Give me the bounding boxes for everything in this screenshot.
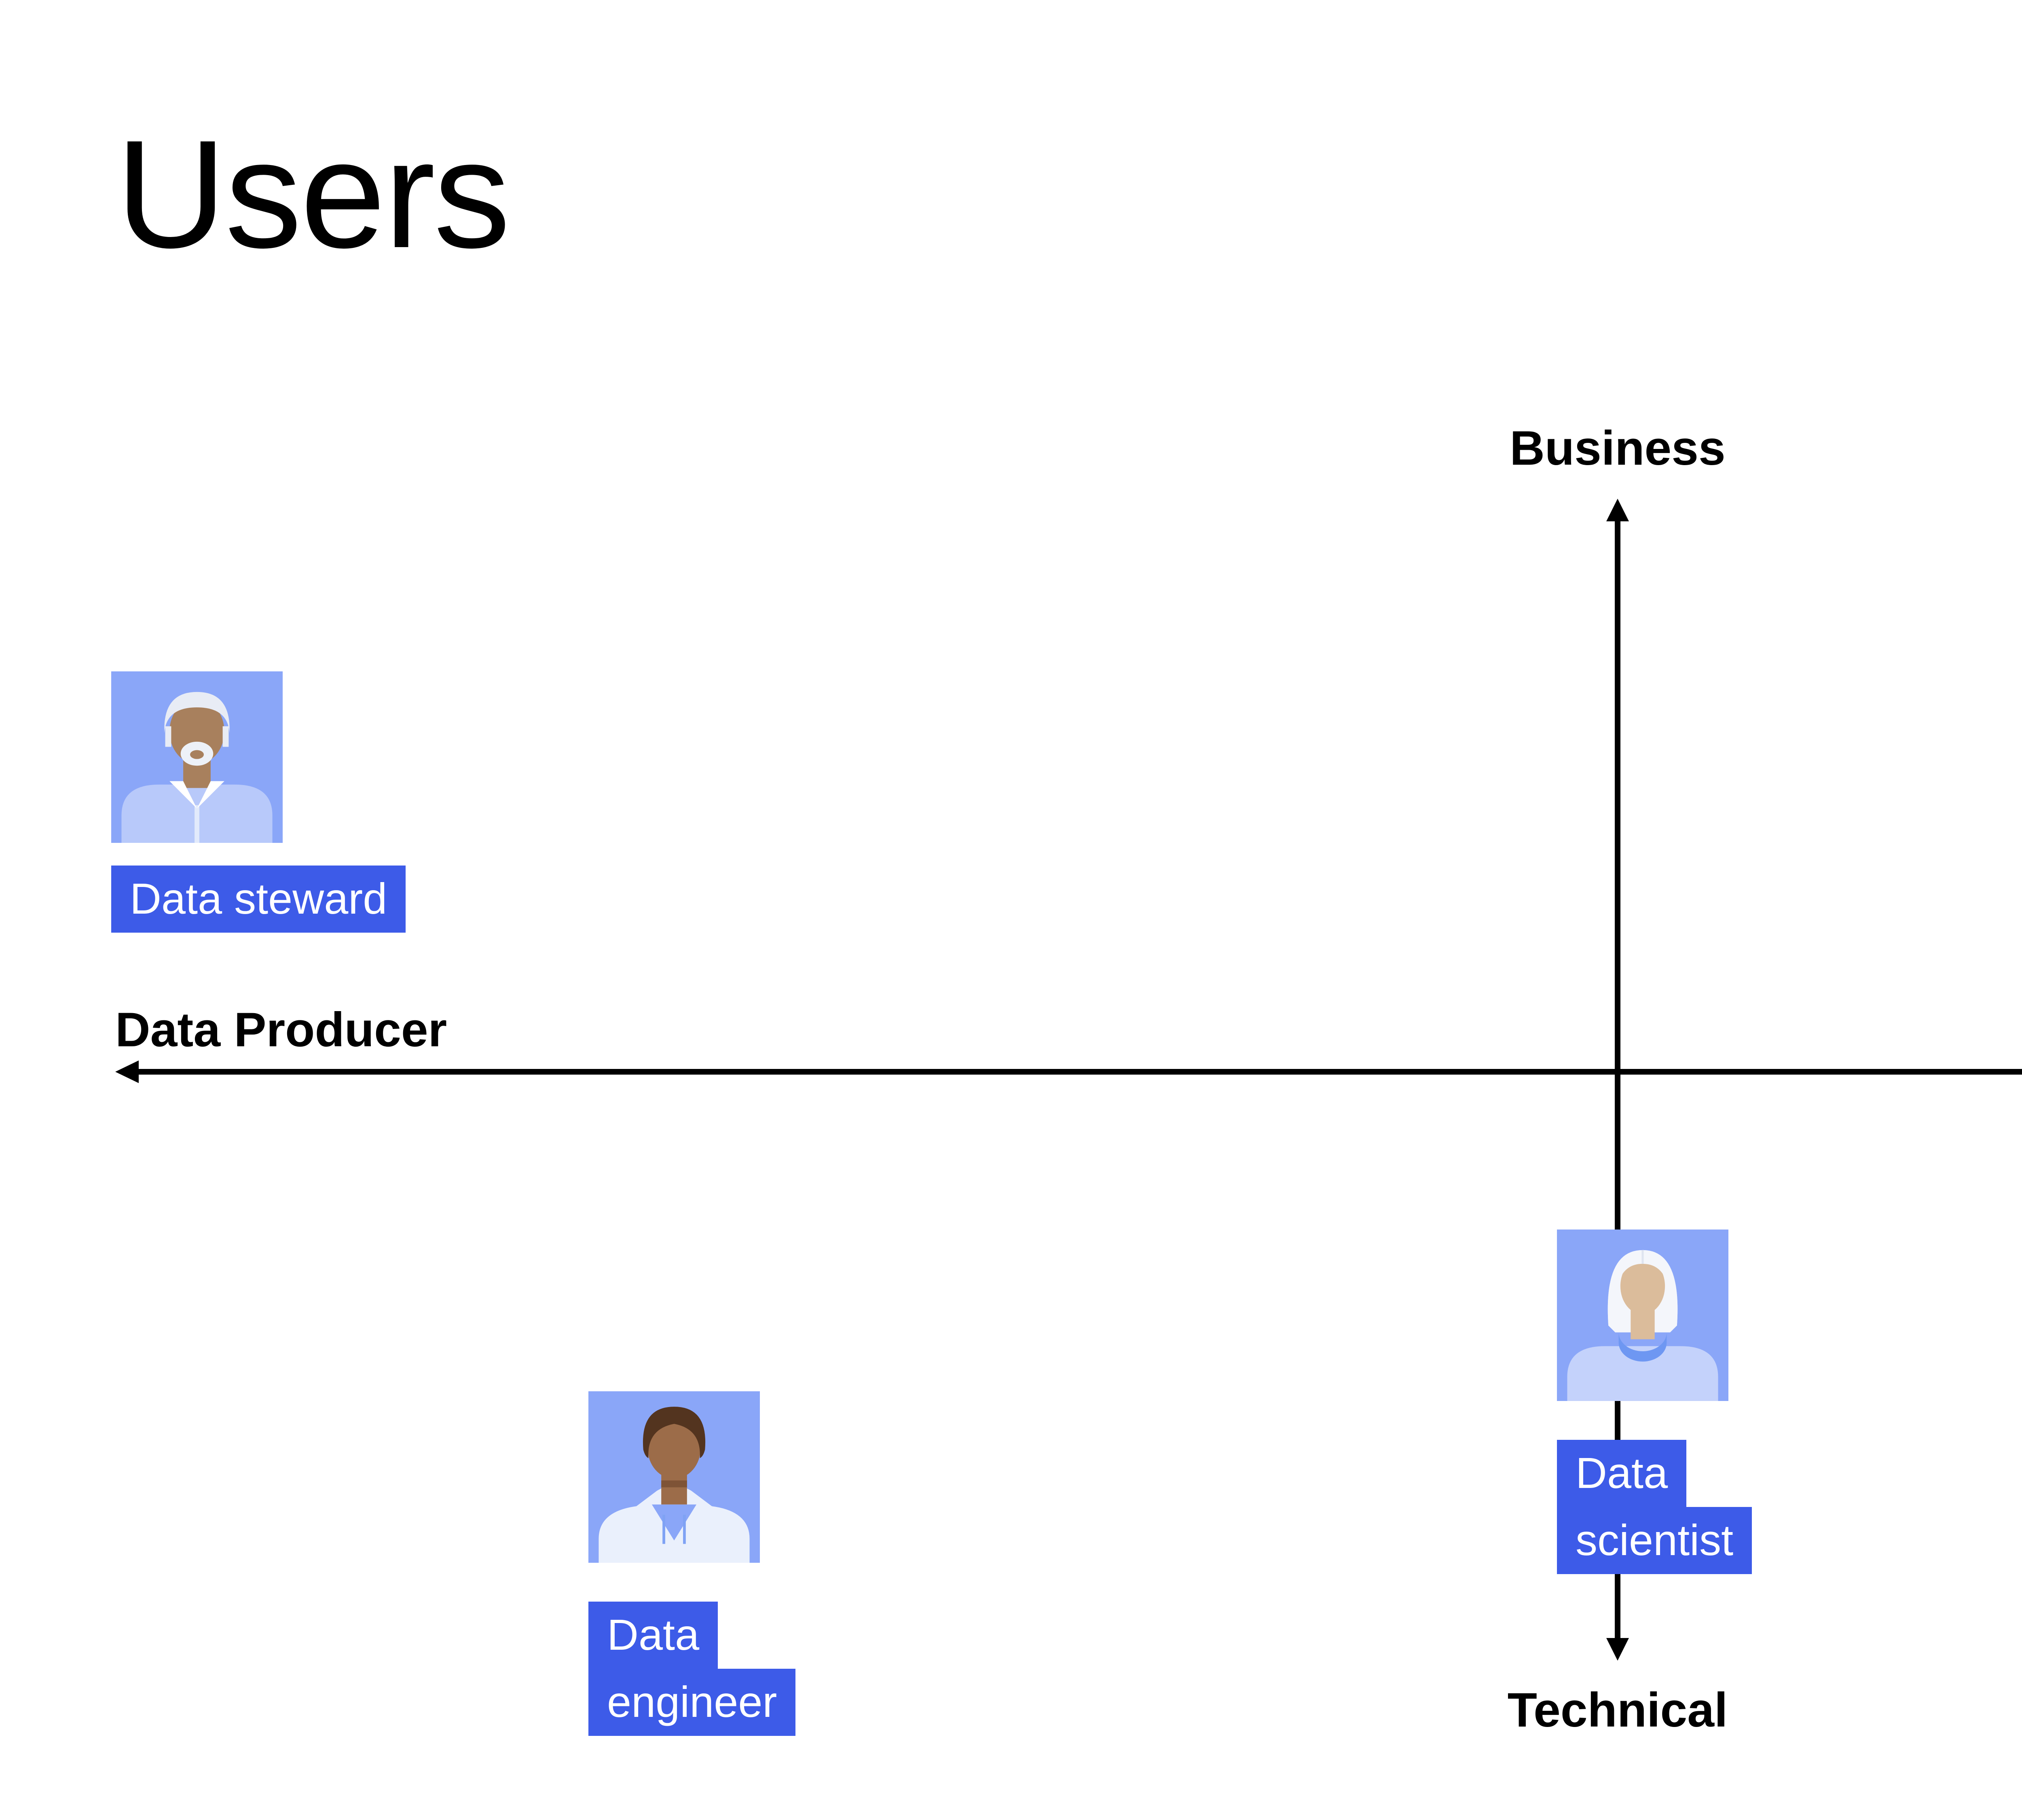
persona-label-line: Data — [1557, 1440, 1687, 1507]
arrow-down-icon — [1606, 1638, 1629, 1661]
arrow-left-icon — [115, 1060, 139, 1083]
persona-label-line: Data steward — [111, 866, 406, 933]
persona-label: Data scientist — [1557, 1440, 1752, 1574]
axis-label-data-producer: Data Producer — [115, 1003, 447, 1057]
persona-label: Data engineer — [588, 1602, 796, 1736]
persona-label: Data steward — [111, 866, 406, 933]
page-title: Users — [116, 108, 510, 280]
arrow-up-icon — [1606, 499, 1629, 521]
persona-label-line: Data — [588, 1602, 718, 1669]
axis-label-technical: Technical — [1507, 1683, 1728, 1737]
persona-label-line: engineer — [588, 1669, 796, 1736]
persona-label-line: scientist — [1557, 1507, 1752, 1574]
data-steward-avatar — [111, 671, 283, 843]
data-engineer-avatar — [588, 1391, 760, 1563]
horizontal-axis-line — [130, 1069, 2022, 1075]
data-scientist-avatar — [1557, 1230, 1728, 1401]
axis-label-business: Business — [1510, 421, 1726, 475]
